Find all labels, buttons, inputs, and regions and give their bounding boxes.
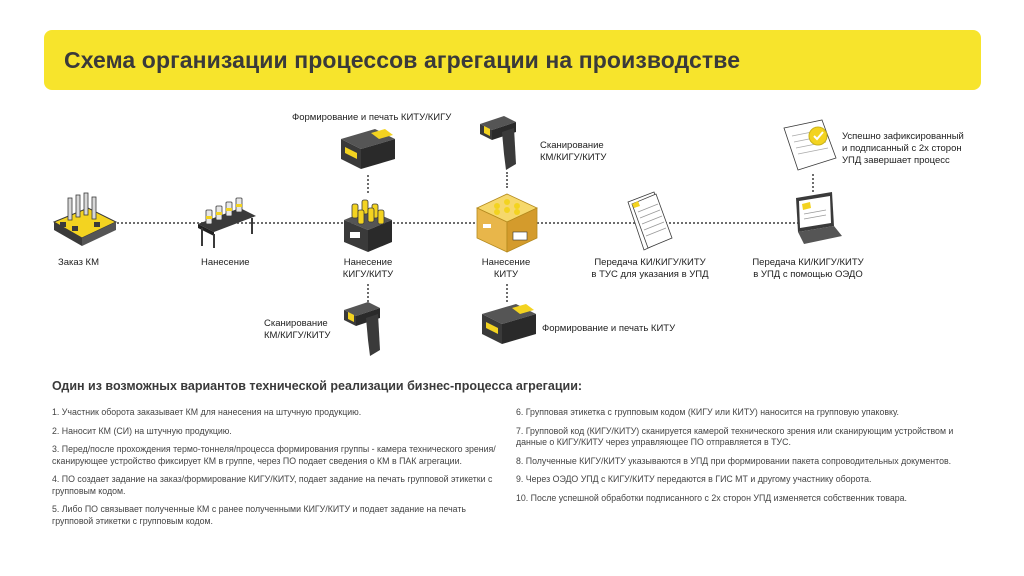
connector-done — [812, 174, 815, 192]
section-subtitle: Один из возможных вариантов технической … — [52, 379, 583, 393]
label-scan-bottom: Сканирование КМ/КИГУ/КИТУ — [264, 318, 331, 341]
connector-scan-bottom — [367, 284, 370, 302]
step-item: 10. После успешной обработки подписанног… — [516, 492, 907, 503]
step-item: 1. Участник оборота заказывает КМ для на… — [52, 407, 362, 417]
step-item: 4. ПО создает задание на заказ/формирова… — [52, 474, 493, 496]
signed-document-icon — [783, 119, 837, 171]
page-title: Схема организации процессов агрегации на… — [64, 46, 741, 73]
label-scan-top: Сканирование КМ/КИГУ/КИТУ — [540, 140, 607, 163]
step-item: 8. Полученные КИГУ/КИТУ указываются в УП… — [516, 455, 952, 466]
step-item: 5. Либо ПО связывает полученные КМ с ран… — [52, 504, 466, 526]
label-apply-kigu: Нанесение КИГУ/КИТУ — [342, 257, 394, 280]
label-printer-icon — [482, 304, 536, 344]
connector-print-top — [367, 175, 370, 193]
label-print-bottom: Формирование и печать КИТУ — [542, 323, 676, 334]
connector-scan-top — [506, 172, 509, 188]
label-edo: Передача КИ/КИГУ/КИТУ в УПД с помощью ОЭ… — [752, 257, 864, 280]
group-package-icon — [344, 199, 392, 252]
connector-print-bottom — [506, 284, 509, 302]
label-done: Успешно зафиксированный и подписанный с … — [842, 131, 964, 166]
steps-right: 6. Групповая этикетка с групповым кодом … — [516, 407, 966, 511]
flow-connector — [110, 222, 810, 224]
conveyor-icon — [198, 197, 256, 248]
label-apply: Нанесение — [201, 257, 250, 268]
barcode-scanner-icon — [344, 302, 380, 356]
documents-icon — [627, 191, 673, 251]
step-item: 7. Групповой код (КИГУ/КИТУ) сканируется… — [516, 425, 954, 448]
factory-machine-icon — [52, 192, 118, 246]
label-order: Заказ КМ — [58, 257, 100, 268]
label-printer-icon — [341, 129, 395, 169]
label-apply-kitu: Нанесение КИТУ — [481, 257, 531, 280]
step-item: 9. Через ОЭДО УПД с КИГУ/КИТУ передаются… — [516, 474, 872, 484]
title-bar: Схема организации процессов агрегации на… — [44, 30, 981, 90]
laptop-icon — [796, 192, 842, 244]
step-item: 2. Наносит КМ (СИ) на штучную продукцию. — [52, 425, 232, 436]
steps-left: 1. Участник оборота заказывает КМ для на… — [52, 407, 500, 534]
cardboard-box-icon — [476, 193, 538, 253]
step-item: 6. Групповая этикетка с групповым кодом … — [516, 407, 899, 417]
barcode-scanner-icon — [480, 116, 516, 170]
label-print-top: Формирование и печать КИТУ/КИГУ — [292, 112, 452, 123]
step-item: 3. Перед/после прохождения термо-тоннеля… — [52, 444, 496, 466]
label-tus: Передача КИ/КИГУ/КИТУ в ТУС для указания… — [591, 257, 709, 280]
